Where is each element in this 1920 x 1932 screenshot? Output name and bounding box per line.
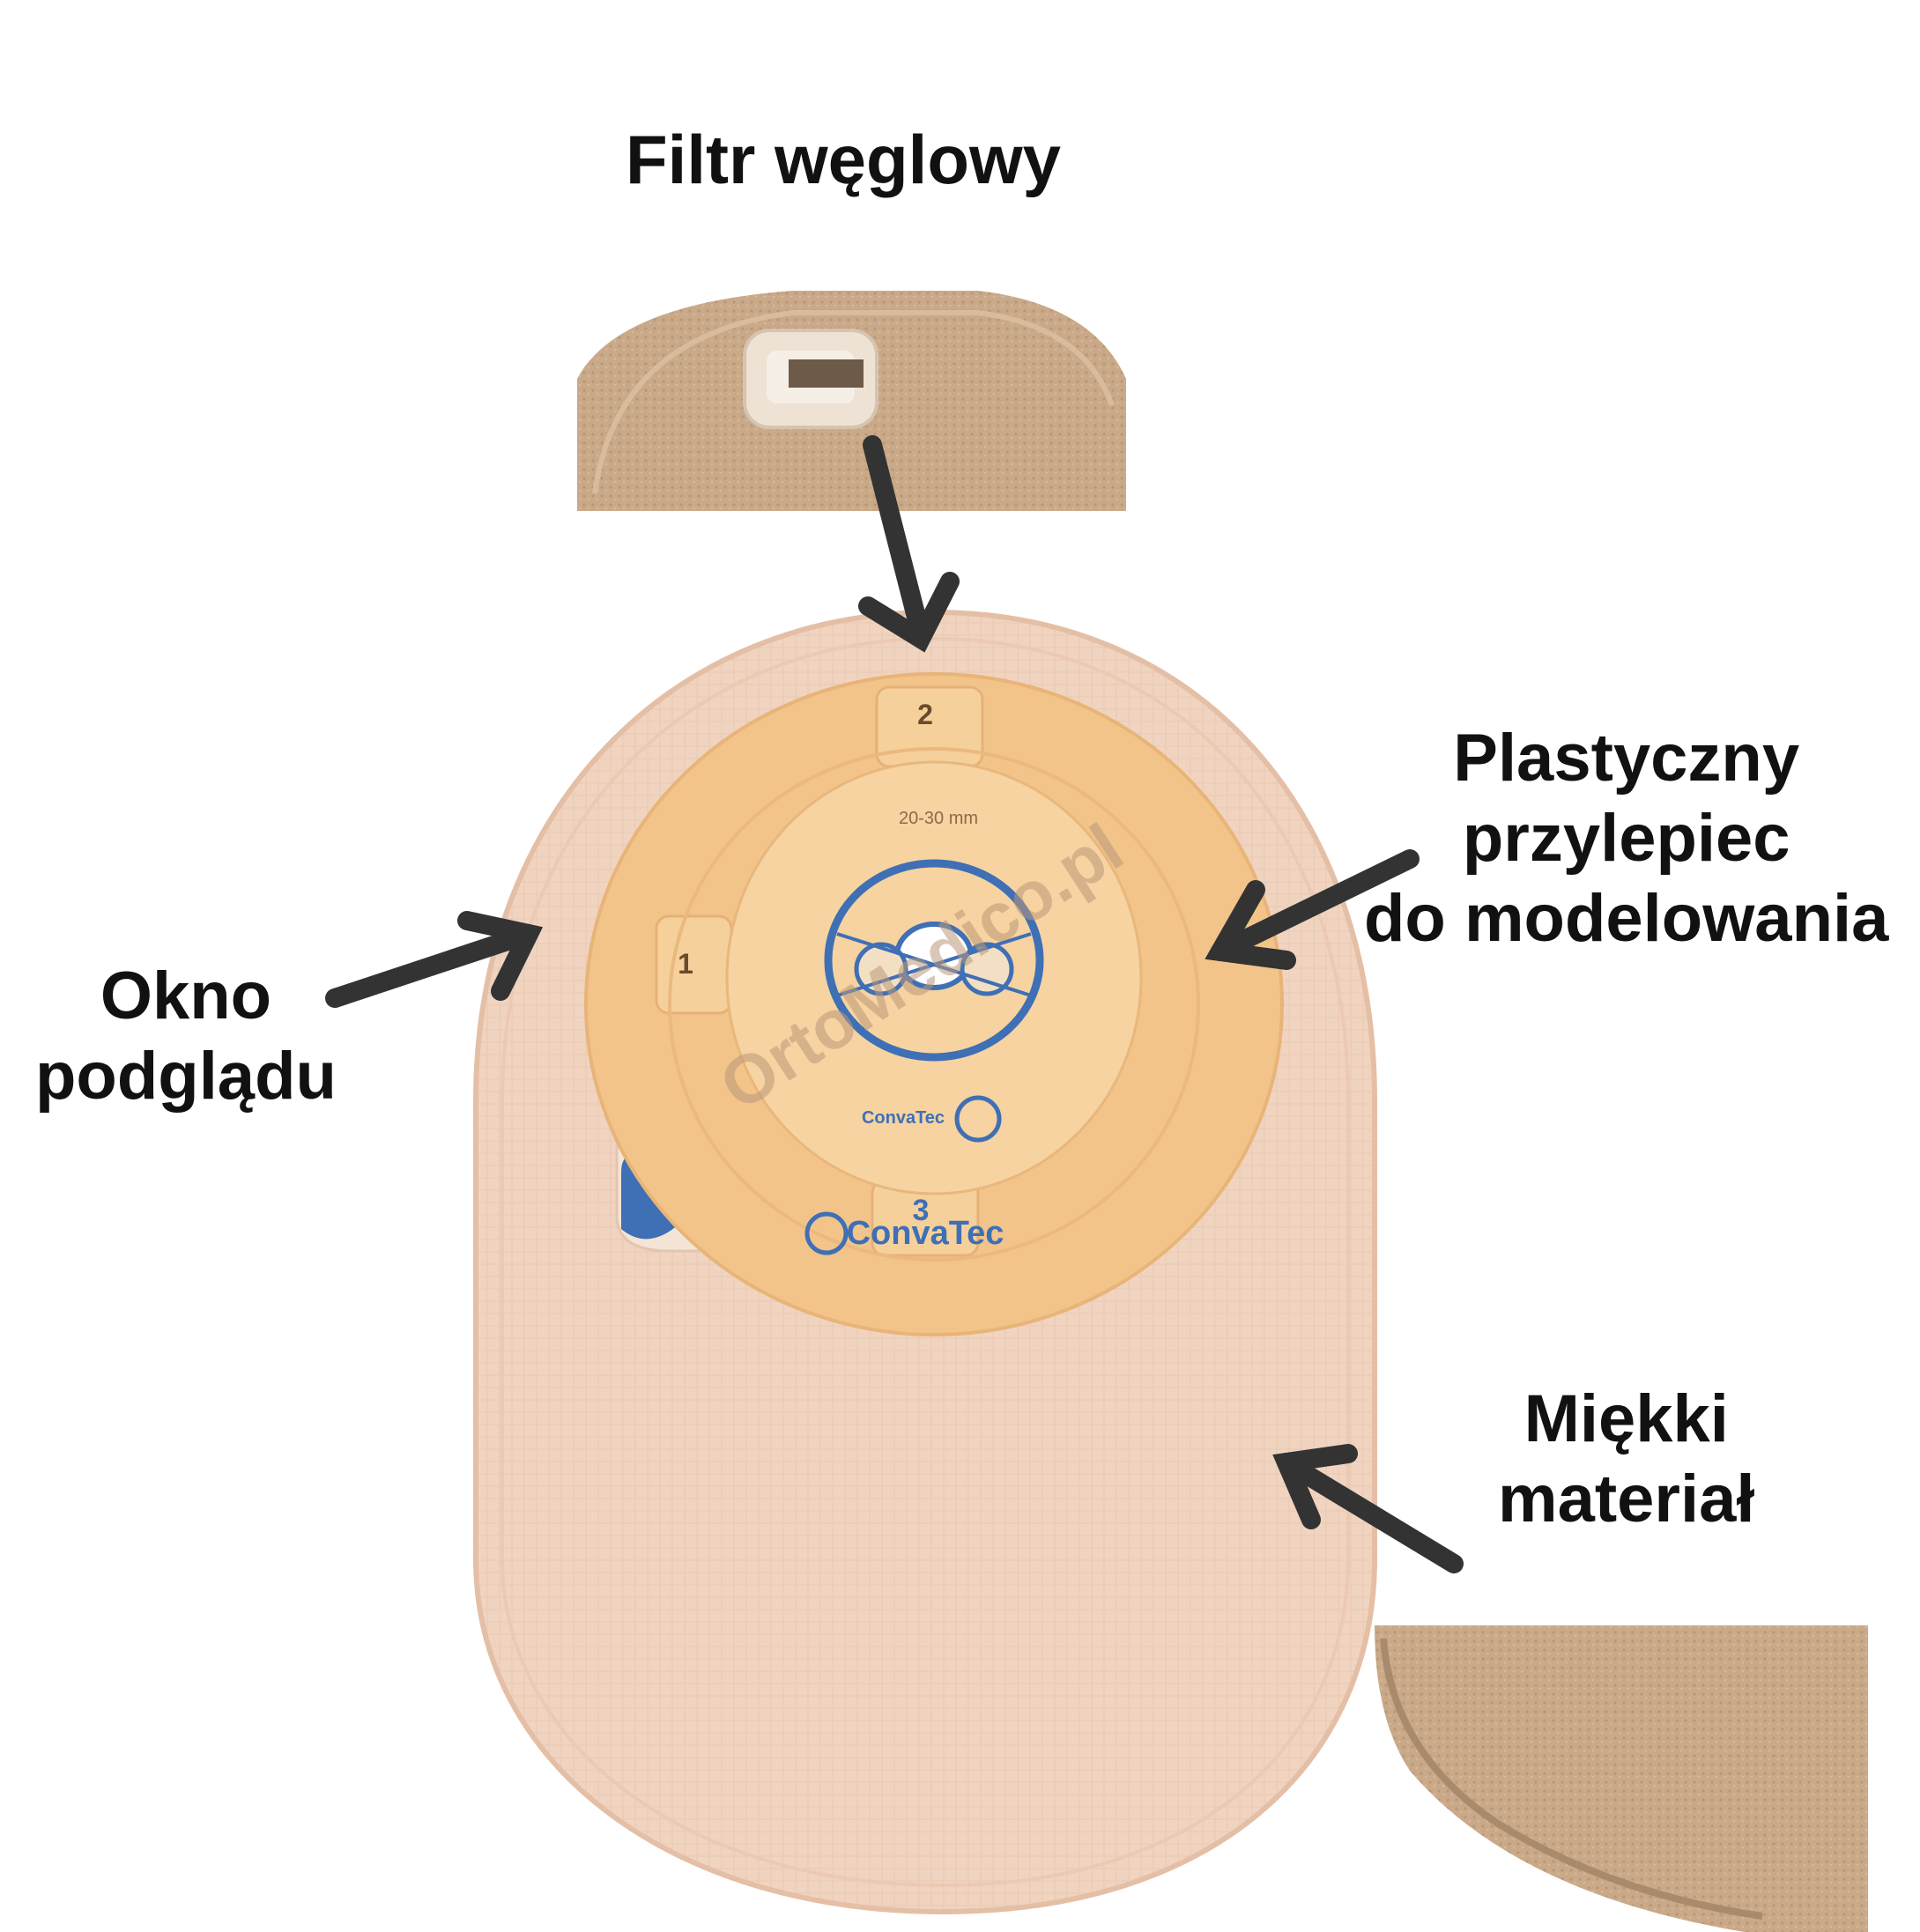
label-carbon-filter: Filtr węglowy (626, 119, 1061, 202)
tab-number-2: 2 (917, 699, 933, 730)
tab-number-1: 1 (678, 948, 693, 980)
convatec-logo-icon (804, 1095, 1002, 1255)
label-soft-material: Miękki materiał (1498, 1379, 1755, 1539)
filter-inset-image (577, 291, 1126, 511)
arrow-filter (858, 435, 960, 653)
label-moldable-line-1: Plastyczny (1453, 721, 1800, 796)
brand-text-small: ConvaTec (862, 1108, 945, 1128)
label-window-line-2: podglądu (35, 1039, 337, 1114)
tab-number-3: 3 (913, 1194, 930, 1227)
label-moldable-line-2: przylepiec (1462, 801, 1790, 877)
size-range-text: 20-30 mm (899, 809, 978, 828)
arrow-fabric (1272, 1444, 1464, 1573)
brand-text-large: ConvaTec (847, 1215, 1004, 1252)
fabric-inset-image (1375, 1625, 1868, 1932)
label-window-line-1: Okno (100, 959, 272, 1033)
label-soft-line-2: materiał (1498, 1462, 1755, 1537)
label-moldable-line-3: do modelowania (1364, 881, 1889, 957)
arrow-window (325, 911, 544, 1008)
stoma-guide-icon (824, 859, 1044, 1062)
label-moldable-adhesive: Plastyczny przylepiec do modelowania (1364, 718, 1888, 959)
label-viewing-window: Okno podglądu (35, 956, 337, 1116)
arrow-wafer (1205, 849, 1420, 970)
moldable-wafer (584, 672, 1284, 1336)
label-soft-line-1: Miękki (1523, 1381, 1729, 1456)
carbon-filter-icon (743, 329, 878, 429)
label-carbon-filter-text: Filtr węglowy (626, 121, 1062, 198)
